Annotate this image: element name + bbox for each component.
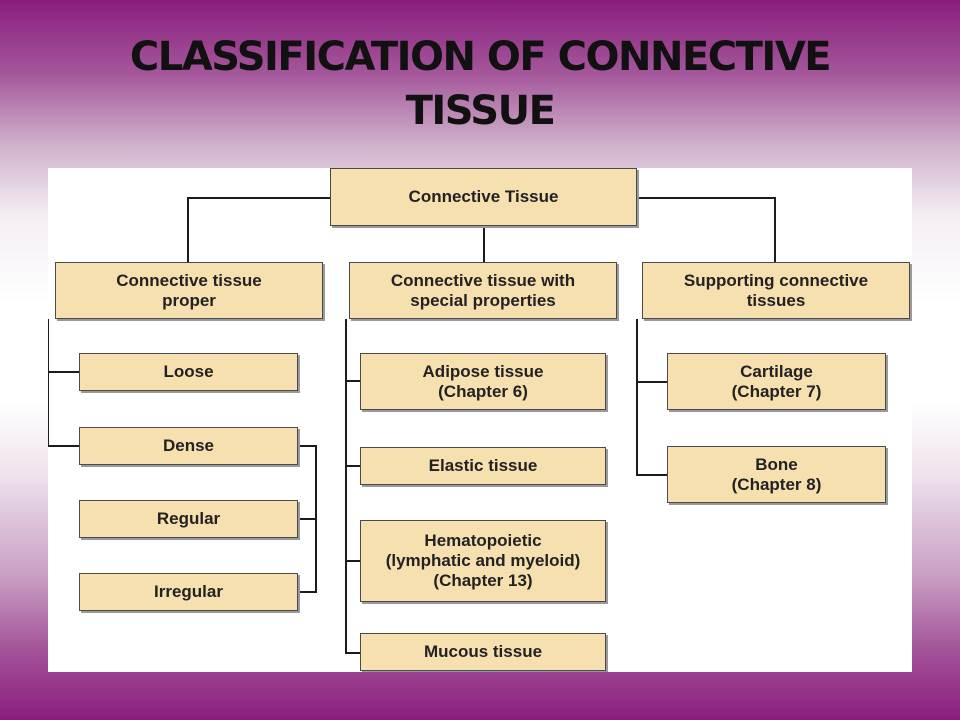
item-box-bone: Bone (Chapter 8) bbox=[667, 446, 886, 503]
category-box-proper: Connective tissue proper bbox=[55, 262, 323, 319]
proper-spine bbox=[48, 319, 49, 447]
category-box-supporting: Supporting connective tissues bbox=[642, 262, 910, 319]
item-box-dense: Dense bbox=[79, 427, 298, 465]
item-box-mucous: Mucous tissue bbox=[360, 633, 606, 671]
proper-to-loose bbox=[48, 371, 79, 373]
dense-bracket-irregular bbox=[298, 591, 317, 593]
slide-title-text: CLASSIFICATION OF CONNECTIVE TISSUE bbox=[129, 34, 832, 134]
slide-title: CLASSIFICATION OF CONNECTIVE TISSUE bbox=[0, 30, 960, 138]
root-connector-vertical bbox=[483, 226, 485, 262]
subitem-box-irregular: Irregular bbox=[79, 573, 298, 611]
item-box-elastic: Elastic tissue bbox=[360, 447, 606, 485]
root-connector-left bbox=[187, 197, 331, 199]
special-to-hematopoietic bbox=[345, 560, 360, 562]
special-to-elastic bbox=[345, 465, 360, 467]
supporting-to-bone bbox=[636, 474, 667, 476]
root-connector-left-drop bbox=[187, 197, 189, 262]
category-box-special: Connective tissue with special propertie… bbox=[349, 262, 617, 319]
item-box-loose: Loose bbox=[79, 353, 298, 391]
proper-to-dense bbox=[48, 445, 79, 447]
special-to-mucous bbox=[345, 652, 360, 654]
special-to-adipose bbox=[345, 380, 360, 382]
subitem-box-regular: Regular bbox=[79, 500, 298, 538]
dense-bracket-top bbox=[298, 445, 317, 447]
item-box-cartilage: Cartilage (Chapter 7) bbox=[667, 353, 886, 410]
item-box-adipose: Adipose tissue (Chapter 6) bbox=[360, 353, 606, 410]
dense-bracket-regular bbox=[298, 518, 317, 520]
supporting-to-cartilage bbox=[636, 381, 667, 383]
classification-diagram: Connective Tissue Connective tissue prop… bbox=[48, 168, 912, 672]
root-connector-right-drop bbox=[774, 197, 776, 262]
special-spine bbox=[345, 319, 347, 654]
supporting-spine bbox=[636, 319, 638, 476]
item-box-hematopoietic: Hematopoietic (lymphatic and myeloid) (C… bbox=[360, 520, 606, 602]
root-box: Connective Tissue bbox=[330, 168, 637, 226]
root-connector-right bbox=[637, 197, 775, 199]
